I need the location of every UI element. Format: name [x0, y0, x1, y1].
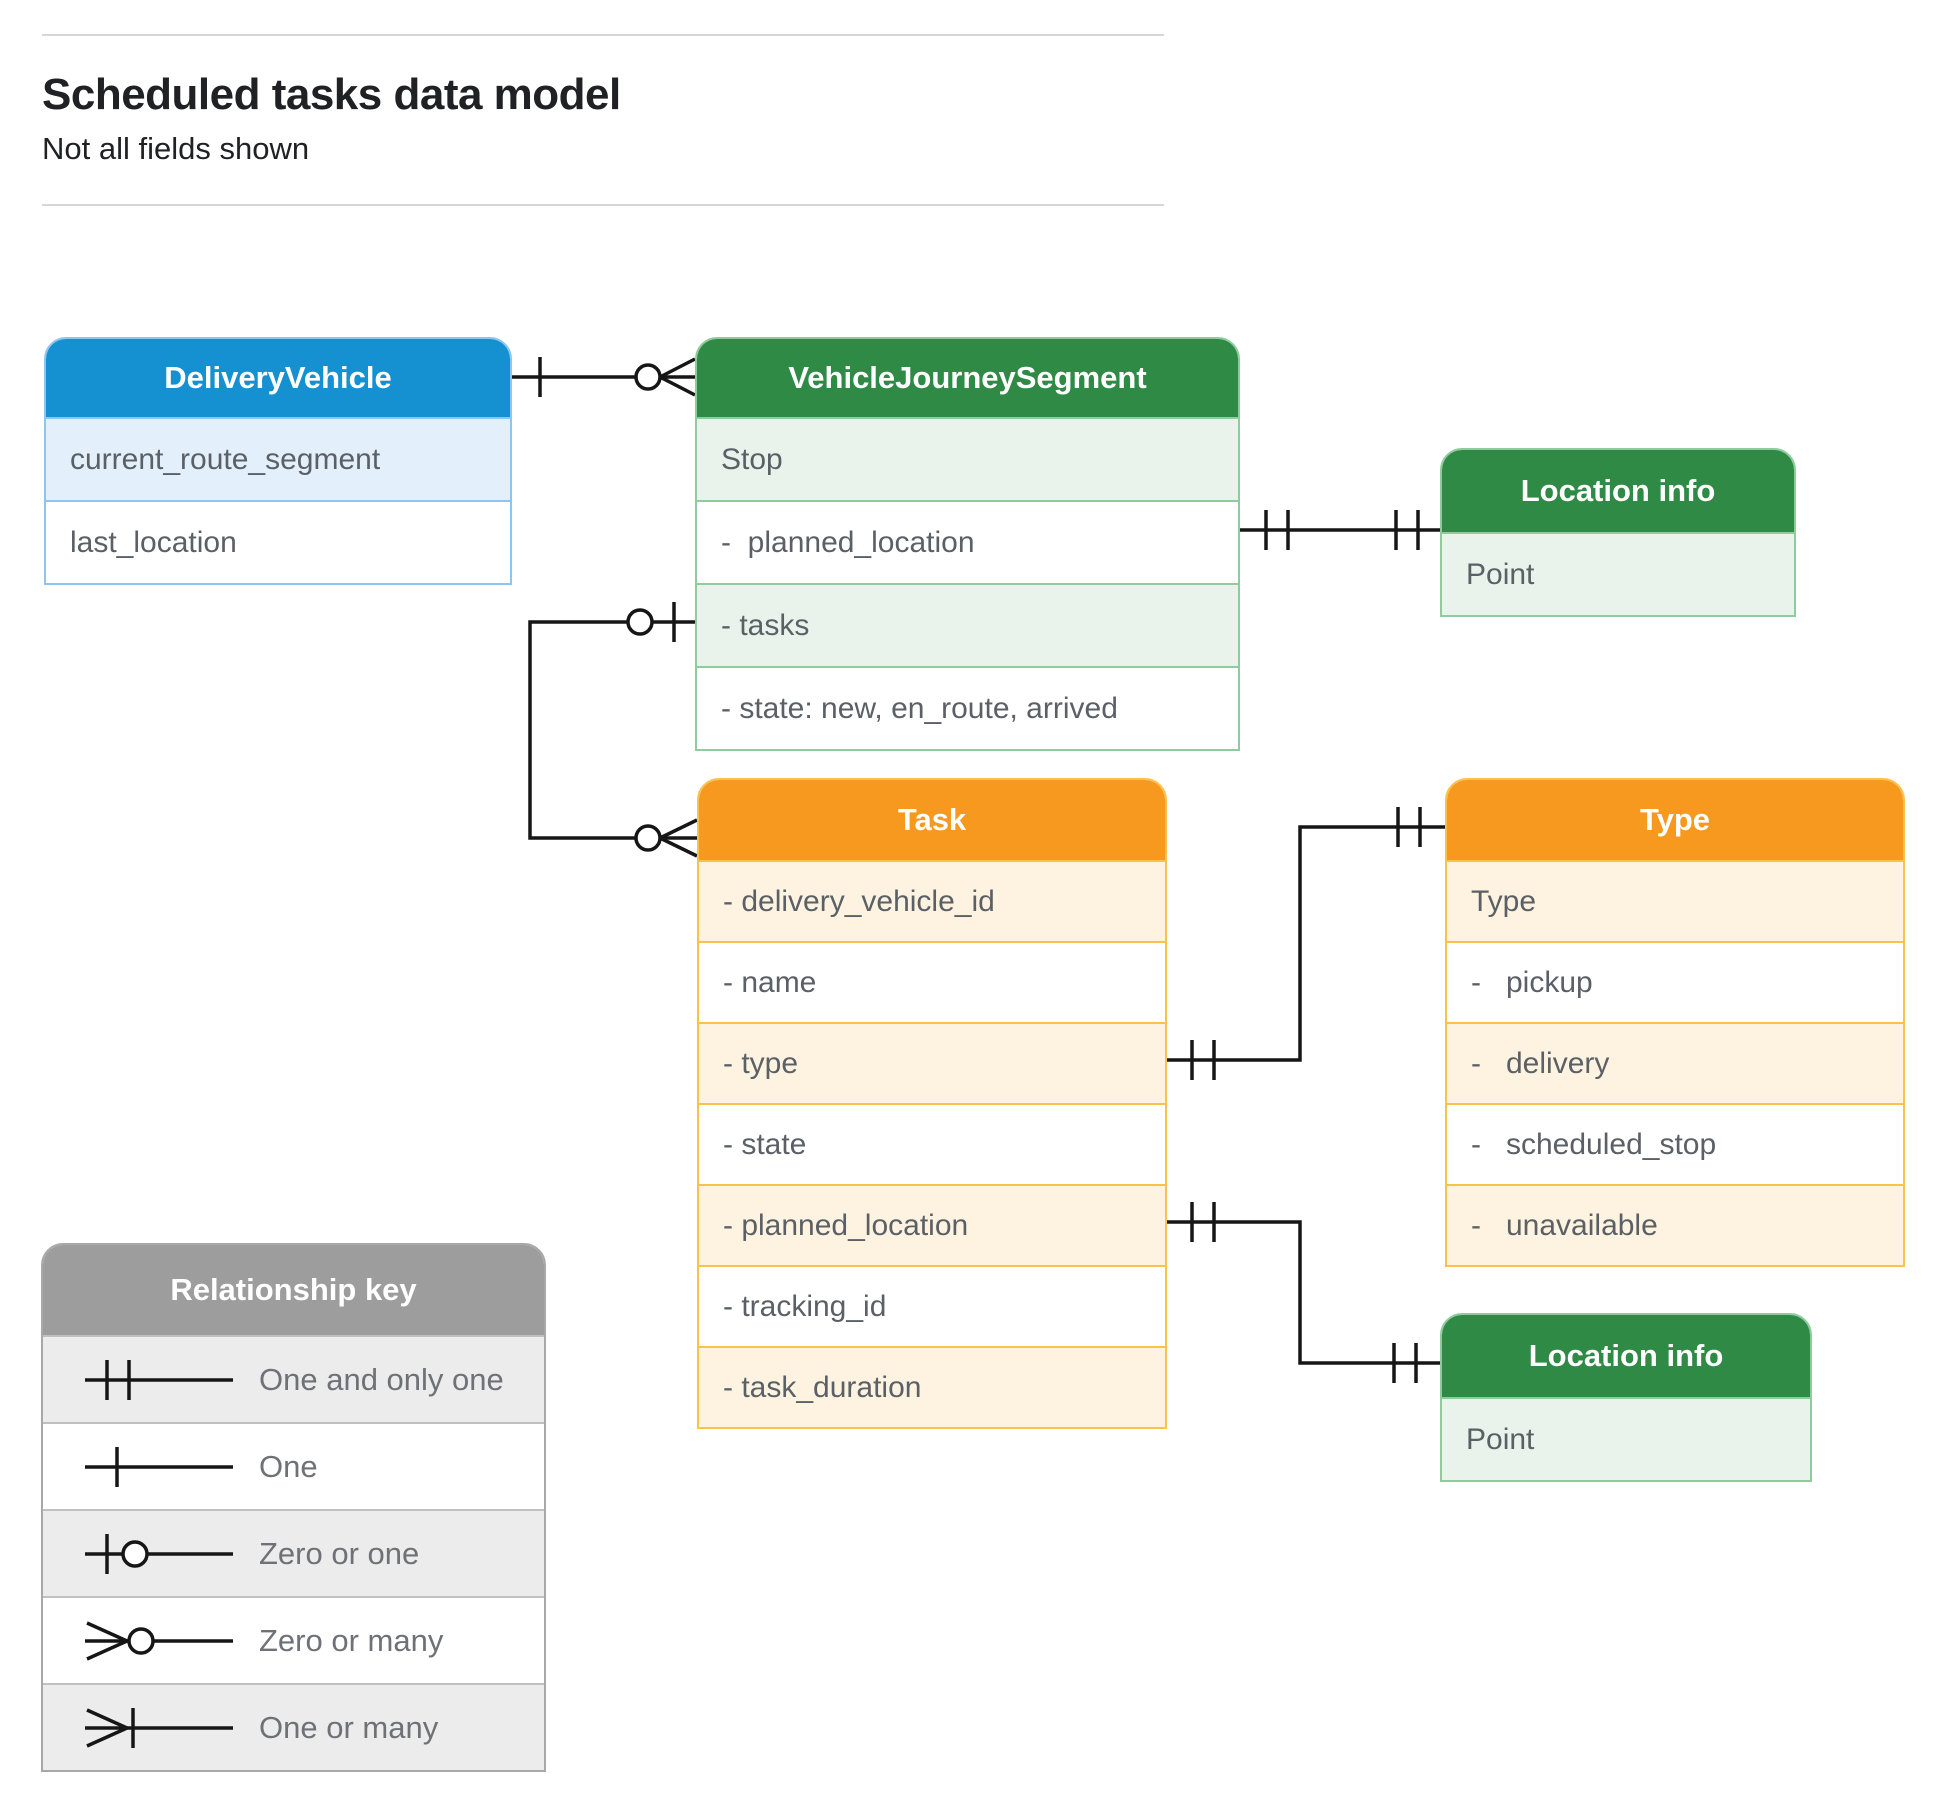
field-row-tracking-id: - tracking_id	[699, 1265, 1165, 1346]
zero-circle-icon	[634, 363, 662, 391]
entity-title: Location info	[1520, 473, 1716, 508]
entity-delivery-vehicle: DeliveryVehicle current_route_segment la…	[44, 337, 512, 585]
field-row-state: - state: new, en_route, arrived	[697, 666, 1238, 749]
entity-type-header: Type	[1447, 780, 1903, 860]
one-and-only-one-icon	[1190, 1202, 1216, 1242]
entity-vehicle-journey-segment: VehicleJourneySegment Stop - planned_loc…	[695, 337, 1240, 751]
zero-circle-icon	[634, 824, 662, 852]
entity-title: DeliveryVehicle	[164, 360, 392, 395]
entity-location-info-top-header: Location info	[1442, 450, 1794, 532]
field-row-planned-location: - planned_location	[697, 500, 1238, 583]
entity-title: VehicleJourneySegment	[788, 360, 1147, 395]
entity-delivery-vehicle-header: DeliveryVehicle	[46, 339, 510, 417]
field-row-stop: Stop	[697, 417, 1238, 500]
entity-location-info-bottom-header: Location info	[1442, 1315, 1810, 1397]
connector-deliveryvehicle-vehiclejourneysegment	[512, 357, 696, 397]
entity-title: Location info	[1528, 1338, 1724, 1373]
subtitle-divider	[42, 204, 1164, 206]
field-row-type: - type	[699, 1022, 1165, 1103]
one-and-only-one-icon	[1392, 1343, 1418, 1383]
page-subtitle: Not all fields shown	[42, 131, 310, 166]
crow-foot-icon	[659, 818, 698, 858]
key-row-one-or-many: One or many	[43, 1683, 544, 1770]
zero-or-many-icon	[85, 1620, 233, 1661]
one-or-many-icon	[85, 1707, 233, 1748]
connector-vjs-task	[528, 602, 698, 858]
field-row-tasks: - tasks	[697, 583, 1238, 666]
field-row-name: - name	[699, 941, 1165, 1022]
field-row-task-duration: - task_duration	[699, 1346, 1165, 1427]
field-row-pickup: - pickup	[1447, 941, 1903, 1022]
one-and-only-one-icon	[1190, 1040, 1216, 1080]
field-row-current-route-segment: current_route_segment	[46, 417, 510, 500]
top-divider	[42, 34, 1164, 36]
entity-title: Type	[1639, 802, 1711, 837]
field-row-point: Point	[1442, 1397, 1810, 1480]
one-icon	[85, 1446, 233, 1487]
entity-task: Task - delivery_vehicle_id - name - type…	[697, 778, 1167, 1429]
field-row-delivery: - delivery	[1447, 1022, 1903, 1103]
field-row-point: Point	[1442, 532, 1794, 615]
entity-type: Type Type - pickup - delivery - schedule…	[1445, 778, 1905, 1267]
entity-task-header: Task	[699, 780, 1165, 860]
one-and-only-one-icon	[85, 1359, 233, 1400]
one-and-only-one-icon	[1394, 510, 1420, 550]
connector-vjs-locationinfo-top	[1240, 510, 1440, 550]
key-row-zero-or-one: Zero or one	[43, 1509, 544, 1596]
relationship-key-header: Relationship key	[43, 1245, 544, 1335]
entity-vehicle-journey-segment-header: VehicleJourneySegment	[697, 339, 1238, 417]
entity-title: Task	[897, 802, 967, 837]
zero-circle-icon	[626, 608, 654, 636]
page-title: Scheduled tasks data model	[42, 70, 621, 119]
relationship-key-title: Relationship key	[170, 1272, 417, 1307]
field-row-type: Type	[1447, 860, 1903, 941]
entity-location-info-top: Location info Point	[1440, 448, 1796, 617]
field-row-last-location: last_location	[46, 500, 510, 583]
entity-location-info-bottom: Location info Point	[1440, 1313, 1812, 1482]
field-row-unavailable: - unavailable	[1447, 1184, 1903, 1265]
zero-or-one-icon	[85, 1533, 233, 1574]
relationship-key: Relationship key One and only one One Ze…	[41, 1243, 546, 1772]
connector-task-type	[1167, 807, 1445, 1080]
key-row-one-and-only-one: One and only one	[43, 1335, 544, 1422]
field-row-planned-location: - planned_location	[699, 1184, 1165, 1265]
field-row-delivery-vehicle-id: - delivery_vehicle_id	[699, 860, 1165, 941]
field-row-state: - state	[699, 1103, 1165, 1184]
field-row-scheduled-stop: - scheduled_stop	[1447, 1103, 1903, 1184]
one-and-only-one-icon	[1264, 510, 1290, 550]
crow-foot-icon	[659, 357, 696, 397]
key-row-one: One	[43, 1422, 544, 1509]
key-row-zero-or-many: Zero or many	[43, 1596, 544, 1683]
one-and-only-one-icon	[1396, 807, 1422, 847]
connector-task-locationinfo-bottom	[1167, 1202, 1440, 1383]
